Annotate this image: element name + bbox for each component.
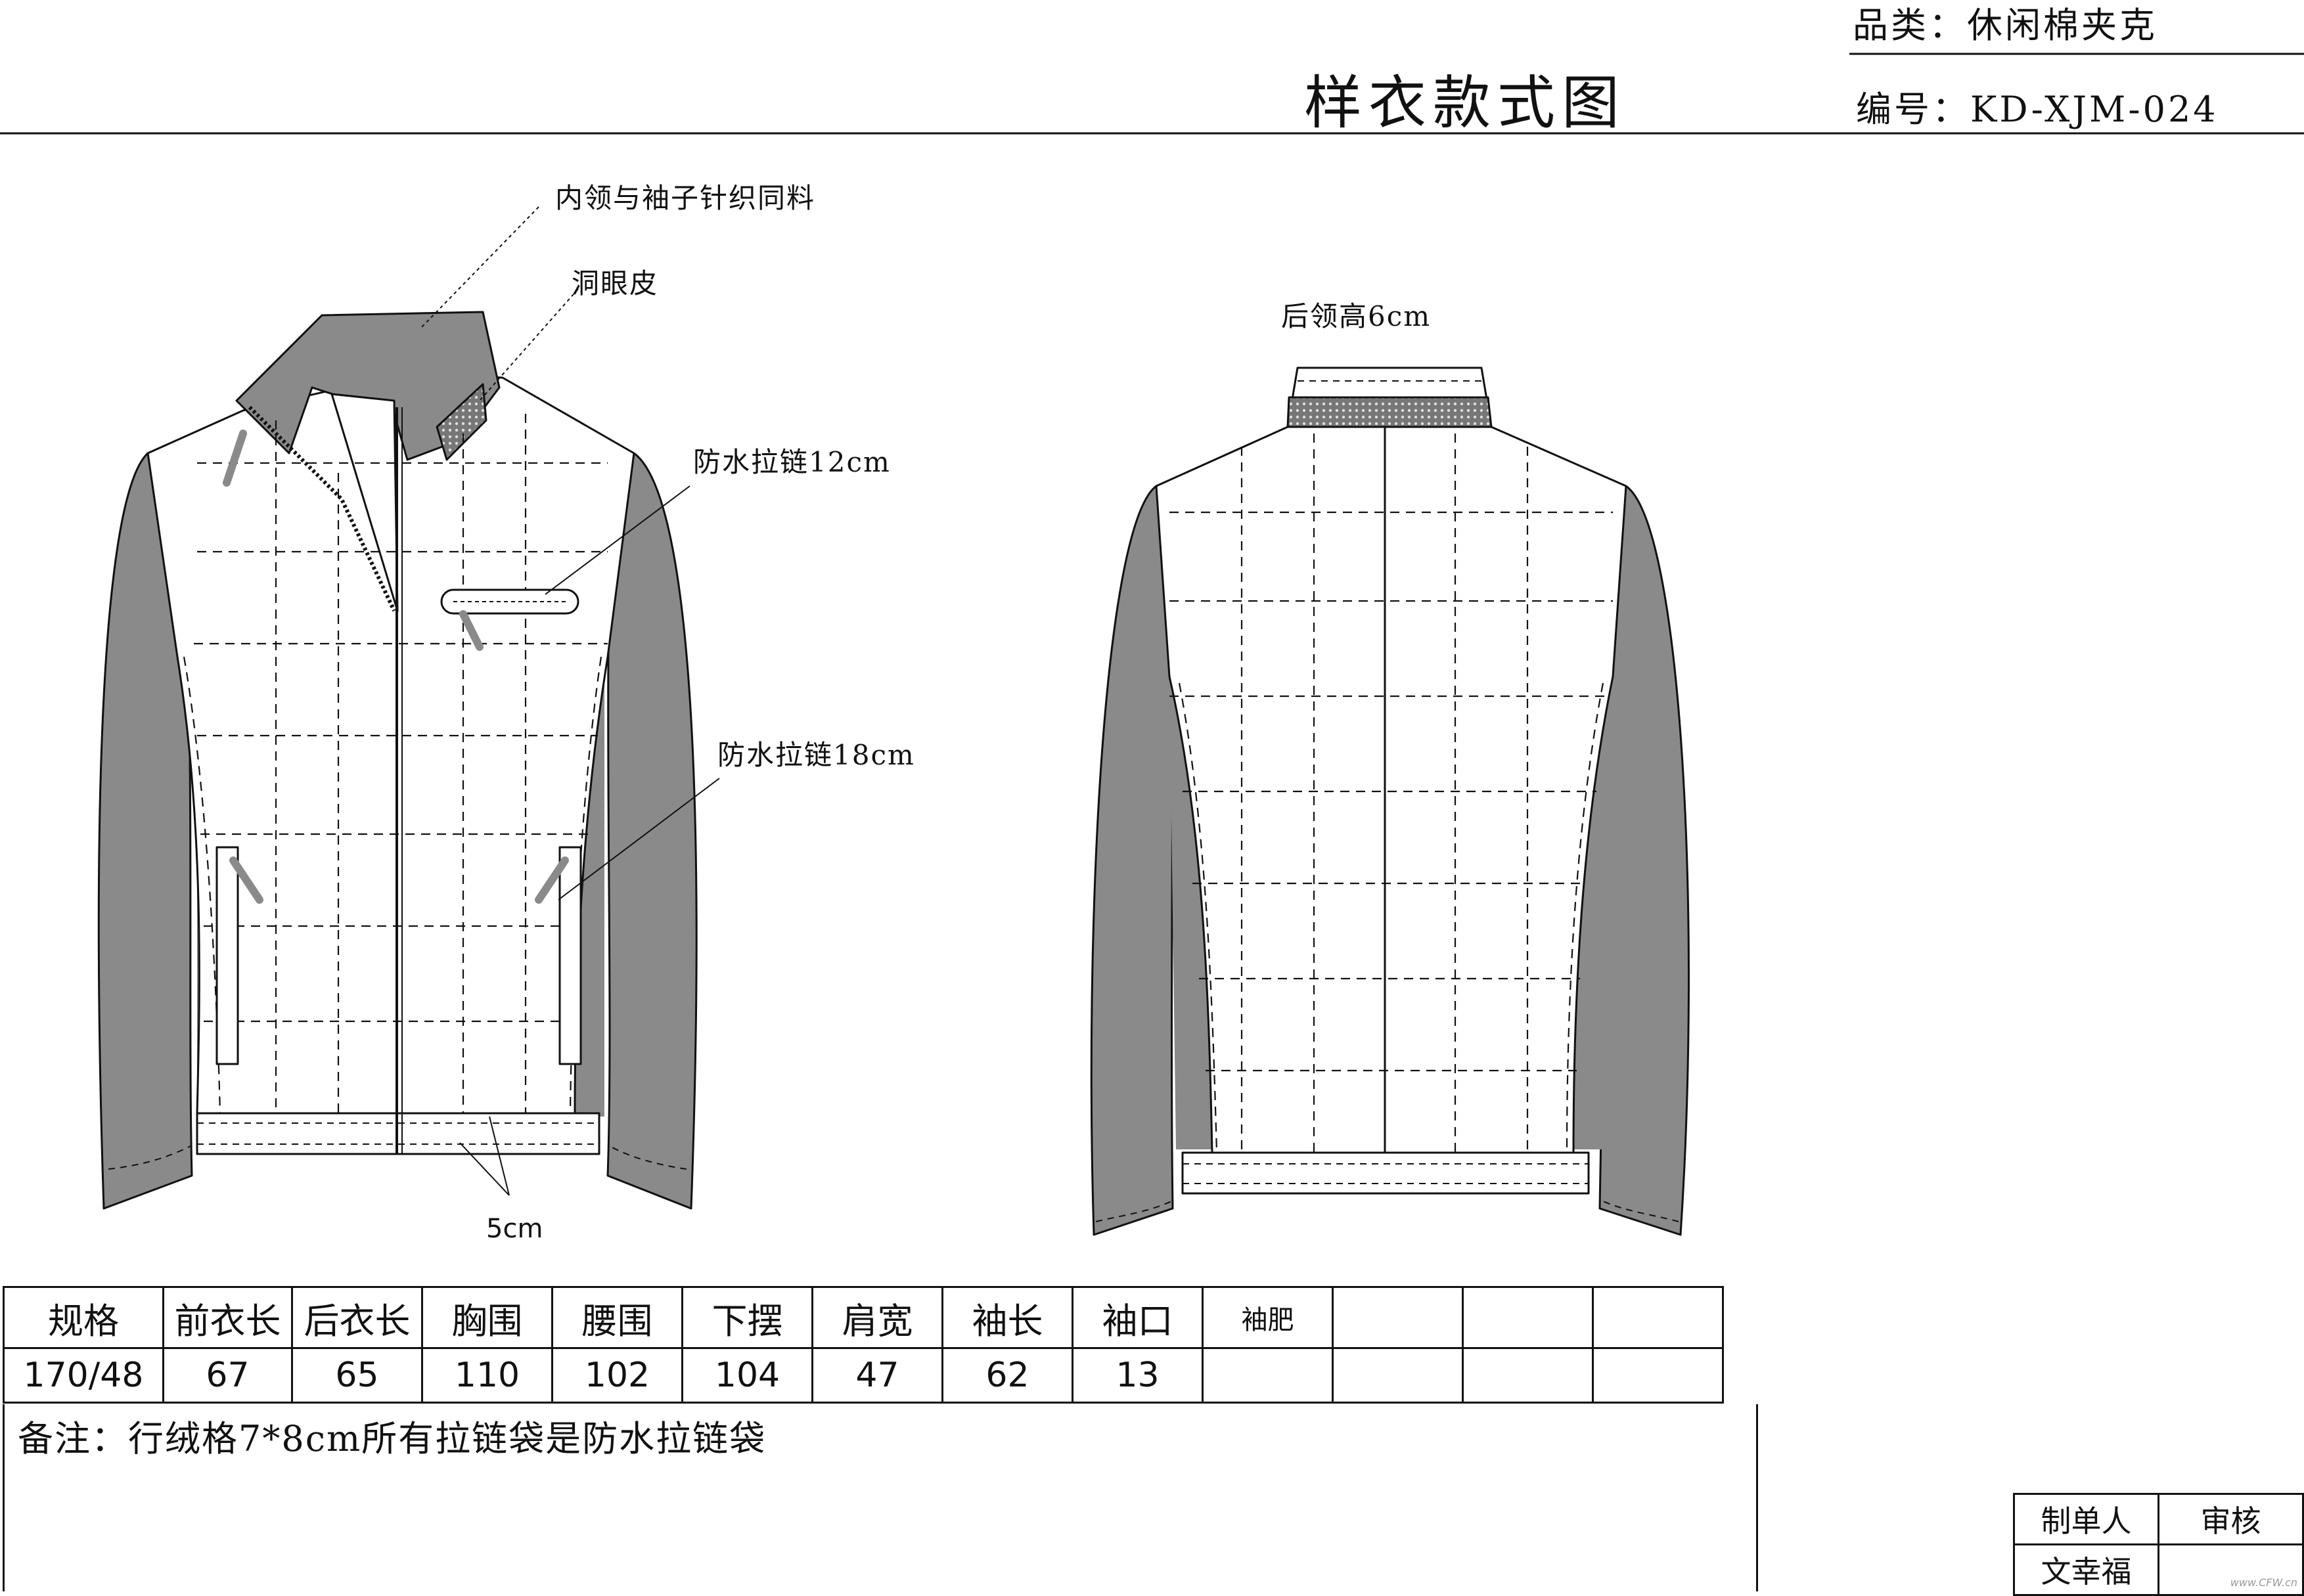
spec-value-cell: 67 [162,1347,293,1404]
right-side-zip-puller [535,856,569,904]
leader-hem-a [459,1142,510,1196]
left-side-zip-puller [229,856,263,904]
spec-header-cell [1592,1286,1724,1349]
leader-zip-18 [558,778,720,900]
spec-value-cell [1592,1347,1724,1404]
annotation-hem-5: 5cm [486,1214,543,1244]
front-right-side-pocket [558,846,582,1065]
spec-header-cell: 胸围 [421,1286,553,1349]
spec-header-cell [1462,1286,1594,1349]
spec-value-cell: 104 [681,1347,813,1404]
spec-header-cell: 下摆 [681,1286,813,1349]
back-left-sleeve [1090,485,1174,1236]
front-left-side-pocket [215,846,239,1065]
page-title: 样衣款式图 [1304,69,1627,137]
back-right-side-panel [1573,676,1613,1149]
spec-value-cell [1462,1347,1594,1404]
maker-name: 文幸福 [2013,1543,2159,1596]
watermark: www.CFW.cn [2230,1576,2297,1589]
front-diagonal-zip [248,405,396,612]
spec-value-cell: 102 [551,1347,683,1404]
spec-header-cell: 袖肥 [1202,1286,1334,1349]
spec-value-cell: 62 [941,1347,1073,1404]
spec-header-cell: 袖口 [1072,1286,1204,1349]
front-body [147,373,635,1115]
annotation-eyelet-leather: 洞眼皮 [572,267,659,299]
front-collar-knit [235,311,501,461]
annotation-zip-12: 防水拉链12cm [693,446,891,478]
spec-header-cell: 腰围 [551,1286,683,1349]
collar-zip-puller [223,430,247,487]
spec-value-cell [1332,1347,1464,1404]
spec-value-cell [1202,1347,1334,1404]
spec-value-cell: 170/48 [3,1347,164,1404]
front-eyelet-patch [436,383,487,461]
spec-header-cell [1332,1286,1464,1349]
spec-header-cell: 后衣长 [291,1286,423,1349]
front-chest-zip-pocket [440,588,579,615]
chest-zip-puller [459,610,484,651]
annotation-inner-collar: 内领与袖子针织同料 [555,182,816,214]
leader-inner-collar [420,206,539,329]
spec-header-cell: 前衣长 [162,1286,293,1349]
spec-value-row: 170/48 67 65 110 102 104 47 62 13 [3,1347,1724,1404]
remarks-text: 备注：行绒格7*8cm所有拉链袋是防水拉链袋 [18,1418,767,1459]
spec-header-row: 规格 前衣长 后衣长 胸围 腰围 下摆 肩宽 袖长 袖口 袖肥 [3,1286,1724,1349]
signoff-table: 制单人 审核 文幸福 [2013,1493,2304,1596]
annotation-zip-18: 防水拉链18cm [717,739,915,771]
spec-value-cell: 47 [811,1347,943,1404]
review-label: 审核 [2157,1493,2304,1545]
back-collar-perf [1286,396,1493,428]
spec-header-cell: 袖长 [941,1286,1073,1349]
code-label: 编号：KD-XJM-024 [1856,89,2219,130]
spec-value-cell: 110 [421,1347,553,1404]
spec-table: 规格 前衣长 后衣长 胸围 腰围 下摆 肩宽 袖长 袖口 袖肥 170/48 6… [3,1286,1724,1404]
spec-value-cell: 13 [1072,1347,1204,1404]
back-left-side-panel [1169,676,1212,1149]
leader-eyelet [479,288,579,401]
spec-value-cell: 65 [291,1347,423,1404]
leader-zip-12 [545,485,690,595]
maker-label: 制单人 [2013,1493,2159,1545]
category-label: 品类：休闲棉夹克 [1853,5,2157,46]
remarks-box: 备注：行绒格7*8cm所有拉链袋是防水拉链袋 [3,1404,1758,1591]
spec-header-cell: 肩宽 [811,1286,943,1349]
front-right-sleeve [606,452,698,1210]
leader-hem-b [489,1116,510,1196]
spec-header-cell: 规格 [3,1286,164,1349]
back-hem-band [1181,1151,1590,1195]
annotation-back-collar: 后领高6cm [1281,300,1432,332]
front-view [97,311,698,1210]
back-body [1155,426,1627,1154]
back-view [1090,366,1690,1236]
